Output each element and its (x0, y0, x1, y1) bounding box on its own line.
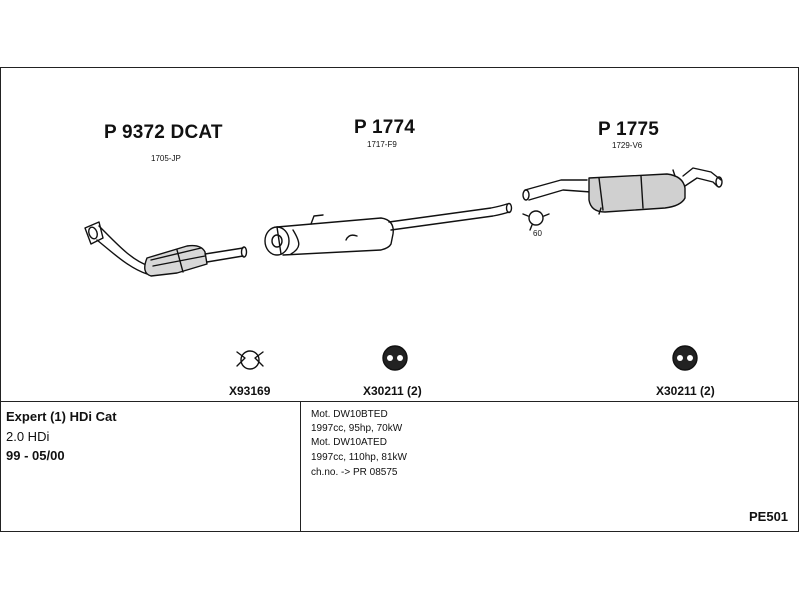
catalytic-converter-drawing (84, 221, 248, 277)
part-ref: 1729-V6 (612, 141, 643, 150)
model-title: Expert (1) HDi Cat (6, 409, 117, 424)
table-divider (1, 401, 798, 402)
rubber-mount-icon (672, 345, 698, 371)
accessory-code: X30211 (2) (363, 384, 422, 398)
rubber-mount-icon (382, 345, 408, 371)
rear-silencer-drawing (522, 167, 723, 215)
part-title: P 9372 DCAT (104, 122, 223, 143)
exhaust-drawing (84, 167, 723, 371)
diagram-sheet: P 9372 DCAT 1705-JP P 1774 1717-F9 P 177… (0, 67, 799, 532)
spec-line: Mot. DW10BTED (311, 409, 388, 420)
clamp-icon (236, 350, 264, 370)
accessory-code: X30211 (2) (656, 384, 715, 398)
clamp-drawing (522, 210, 550, 231)
spec-line: ch.no. -> PR 08575 (311, 467, 398, 478)
column-divider (300, 401, 301, 531)
part-ref: 1717-F9 (367, 140, 397, 149)
clamp-size-label: 60 (533, 229, 542, 238)
part-title: P 1775 (598, 119, 660, 140)
part-title: P 1774 (354, 117, 416, 138)
spec-line: Mot. DW10ATED (311, 437, 387, 448)
catalog-code: PE501 (749, 509, 789, 524)
engine-label: 2.0 HDi (6, 429, 50, 444)
years-label: 99 - 05/00 (6, 448, 65, 463)
spec-line: 1997cc, 95hp, 70kW (311, 423, 403, 434)
accessory-code: X93169 (229, 384, 271, 398)
part-ref: 1705-JP (151, 154, 181, 163)
spec-line: 1997cc, 110hp, 81kW (311, 452, 407, 463)
middle-silencer-drawing (264, 202, 513, 256)
